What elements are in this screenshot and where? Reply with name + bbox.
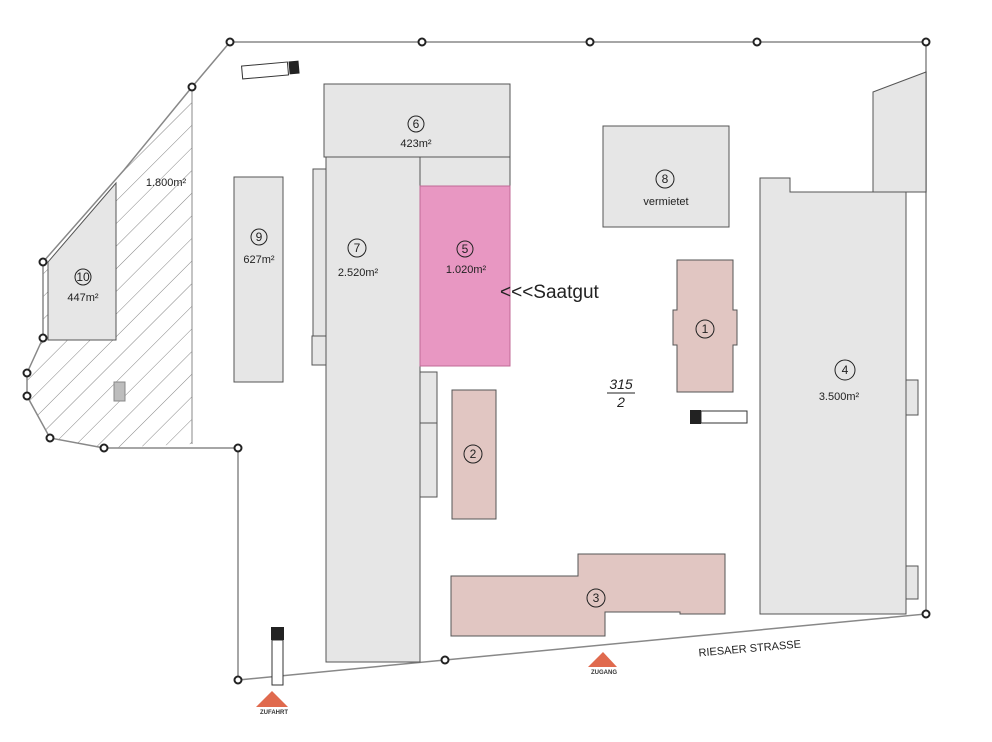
building-4-side-box (905, 379, 919, 416)
building-1[interactable] (672, 259, 738, 393)
building-9[interactable] (233, 176, 284, 383)
building-7-side-annex (419, 371, 438, 498)
building-10-area: 447m² (67, 292, 99, 304)
building-5-number: 5 (462, 242, 469, 256)
building-4[interactable] (759, 177, 907, 615)
boundary-posts (22, 37, 931, 685)
yard-area-label: 1.800m² (146, 177, 187, 189)
building-4-number-circle (834, 359, 856, 381)
small-shed (113, 381, 126, 402)
truck-icon-entrance (271, 627, 284, 686)
building-4-side-box-lower (905, 565, 919, 600)
parcel-number-bottom: 2 (616, 394, 625, 410)
zugang-label: ZUGANG (591, 670, 617, 676)
saatgut-label: <<<Saatgut (500, 282, 600, 303)
building-9-area: 627m² (243, 254, 275, 266)
zufahrt-label: ZUFAHRT (260, 710, 288, 716)
building-4-number: 4 (842, 363, 849, 377)
building-2-number: 2 (470, 447, 477, 461)
street-name: RIESAER STRASSE (698, 639, 801, 660)
property-boundary (26, 41, 927, 681)
building-1-number-circle (695, 319, 715, 339)
building-7-area: 2.520m² (338, 267, 379, 279)
truck-icon-middle (690, 410, 748, 424)
building-10-number-circle (74, 268, 92, 286)
building-8[interactable] (602, 125, 730, 228)
building-5-area: 1.020m² (446, 264, 487, 276)
building-3-number: 3 (593, 591, 600, 605)
building-6-number-circle (407, 115, 425, 133)
building-9-number-circle (250, 228, 268, 246)
building-2[interactable] (451, 389, 497, 520)
building-5-highlighted[interactable] (419, 185, 511, 367)
building-8-number-circle (655, 169, 675, 189)
building-7-number: 7 (354, 241, 361, 255)
building-6-area: 423m² (400, 138, 432, 150)
building-3-number-circle (586, 588, 606, 608)
parcel-number-top: 315 (609, 376, 633, 392)
building-9-number: 9 (256, 230, 263, 244)
building-10-number: 10 (76, 270, 90, 284)
building-5-number-circle (456, 240, 474, 258)
building-8-status: vermietet (643, 196, 688, 208)
building-7-annex-box (311, 335, 327, 366)
building-5-top (419, 156, 511, 187)
building-1-number: 1 (702, 322, 709, 336)
truck-icon-top (241, 60, 300, 80)
building-4-area: 3.500m² (819, 391, 860, 403)
building-10[interactable] (47, 181, 117, 341)
building-2-number-circle (463, 444, 483, 464)
building-8-number: 8 (662, 172, 669, 186)
zugang-marker[interactable] (588, 652, 617, 667)
zufahrt-marker[interactable] (256, 691, 288, 707)
building-7-number-circle (347, 238, 367, 258)
building-4-tower (872, 71, 927, 193)
building-7[interactable] (325, 156, 421, 663)
building-6-number: 6 (413, 117, 420, 131)
